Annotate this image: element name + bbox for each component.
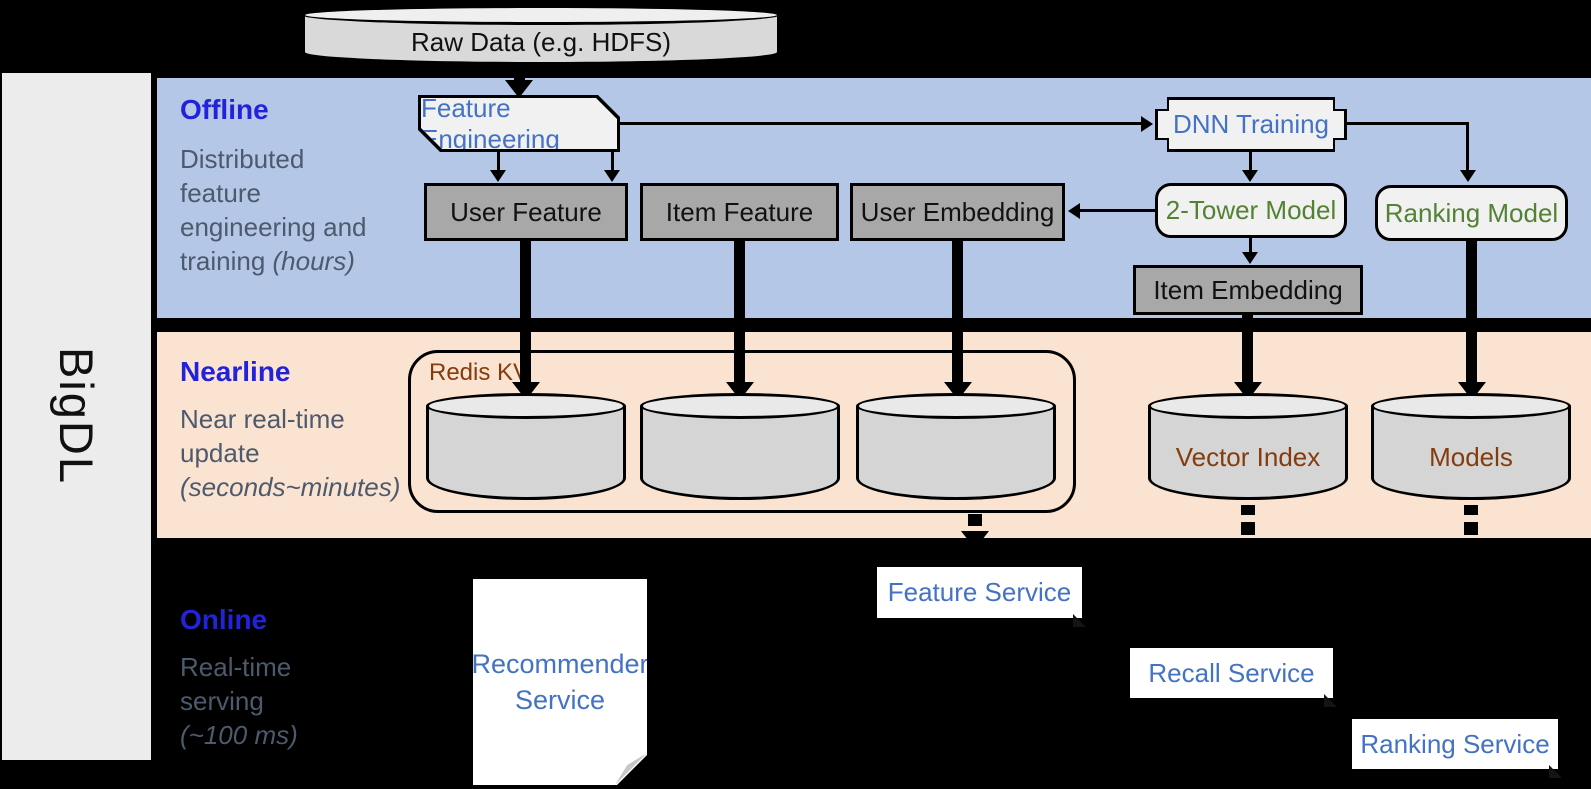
two-tower-model-label: 2-Tower Model xyxy=(1165,195,1337,225)
page-fold-icon xyxy=(1324,694,1337,707)
offline-section-description: Distributed feature engineering and trai… xyxy=(180,144,367,276)
user-feature-label: User Feature xyxy=(450,196,602,227)
redis-cylinder-2 xyxy=(640,393,840,500)
recall-service-label: Recall Service xyxy=(1148,657,1315,688)
feature-engineering-box: Feature Engineering xyxy=(418,95,620,152)
raw-data-label: Raw Data (e.g. HDFS) xyxy=(410,27,672,57)
page-fold-icon xyxy=(1549,765,1562,778)
item-embedding-box: Item Embedding xyxy=(1133,265,1363,315)
pipe-userfeature-to-redis xyxy=(520,241,531,382)
arrow-twotower-to-itemembedding xyxy=(1249,238,1252,254)
raw-data-store: Raw Data (e.g. HDFS) xyxy=(302,5,780,65)
arrowhead-dnn-to-twotower xyxy=(1242,170,1258,182)
arrowhead-twotower-to-userembedding xyxy=(1068,203,1080,219)
dashed-vectorindex-1 xyxy=(1241,505,1255,515)
user-embedding-box: User Embedding xyxy=(850,183,1065,241)
arrow-twotower-to-userembedding xyxy=(1079,209,1155,212)
dashed-vectorindex-2 xyxy=(1241,522,1255,535)
arrowhead-twotower-to-itemembedding xyxy=(1242,252,1258,264)
item-feature-box: Item Feature xyxy=(640,183,839,241)
page-fold-icon xyxy=(1073,614,1086,627)
recall-service-box: Recall Service xyxy=(1130,648,1337,707)
user-feature-box: User Feature xyxy=(424,183,628,241)
arrow-fe-to-dnn xyxy=(620,122,1141,125)
user-embedding-label: User Embedding xyxy=(860,196,1055,227)
redis-cylinder-1 xyxy=(426,393,626,500)
online-section-description: Real-time serving (~100 ms) xyxy=(180,652,298,750)
pipe-itemembedding-to-vectorindex xyxy=(1242,315,1253,382)
two-tower-model-box: 2-Tower Model xyxy=(1155,183,1347,238)
online-section-title: Online xyxy=(180,604,268,635)
dashed-models-1 xyxy=(1464,505,1478,515)
arrow-fe-to-itemfeature xyxy=(611,152,614,171)
nearline-section-description: Near real-time update (seconds~minutes) xyxy=(180,404,401,502)
dashed-models-2 xyxy=(1464,522,1478,535)
arrow-fe-to-userfeature xyxy=(497,152,500,171)
page-fold-icon xyxy=(615,753,647,785)
dnn-training-box: DNN Training xyxy=(1155,97,1347,152)
models-store: Models xyxy=(1371,393,1571,500)
ranking-service-box: Ranking Service xyxy=(1352,719,1562,778)
arrow-dnn-to-ranking-v xyxy=(1466,122,1469,172)
offline-section-title: Offline xyxy=(180,94,269,125)
redis-kv-label: Redis KV xyxy=(429,359,530,386)
pipe-userembedding-to-redis xyxy=(952,241,963,382)
nearline-section-title: Nearline xyxy=(180,356,291,387)
arrowhead-fe-to-userfeature xyxy=(490,170,506,182)
item-feature-label: Item Feature xyxy=(665,196,814,227)
dashed-redis-to-featureservice xyxy=(968,514,982,526)
arrow-rawdata-to-fe xyxy=(514,66,525,82)
ranking-model-box: Ranking Model xyxy=(1375,185,1568,241)
arrowhead-dnn-to-ranking xyxy=(1460,170,1476,182)
feature-service-label: Feature Service xyxy=(887,577,1072,607)
arrow-dnn-to-ranking-h xyxy=(1347,122,1469,125)
recommender-service-label: Recommender Service xyxy=(471,649,649,715)
item-embedding-label: Item Embedding xyxy=(1153,274,1343,305)
bigdl-logo-text: BigDL xyxy=(50,347,103,486)
arrow-dnn-to-twotower xyxy=(1249,152,1252,171)
redis-cylinder-3 xyxy=(856,393,1056,500)
arrowhead-rawdata-to-fe xyxy=(505,80,533,98)
pipe-itemfeature-to-redis xyxy=(734,241,745,382)
sidebar-bigdl: BigDL xyxy=(2,73,151,760)
feature-service-box: Feature Service xyxy=(877,567,1086,627)
models-label: Models xyxy=(1429,442,1513,472)
feature-engineering-label: Feature Engineering xyxy=(421,98,617,149)
arrowhead-fe-to-itemfeature xyxy=(604,170,620,182)
vector-index-store: Vector Index xyxy=(1148,393,1348,500)
ranking-model-label: Ranking Model xyxy=(1384,197,1559,228)
arrowhead-redis-to-featureservice xyxy=(961,531,989,549)
arrowhead-fe-to-dnn xyxy=(1141,116,1153,132)
pipe-rankingmodel-to-models xyxy=(1466,241,1477,382)
recommender-service-doc: Recommender Service xyxy=(473,579,647,785)
dnn-training-label: DNN Training xyxy=(1158,100,1344,149)
ranking-service-label: Ranking Service xyxy=(1360,728,1550,759)
vector-index-label: Vector Index xyxy=(1175,442,1321,472)
